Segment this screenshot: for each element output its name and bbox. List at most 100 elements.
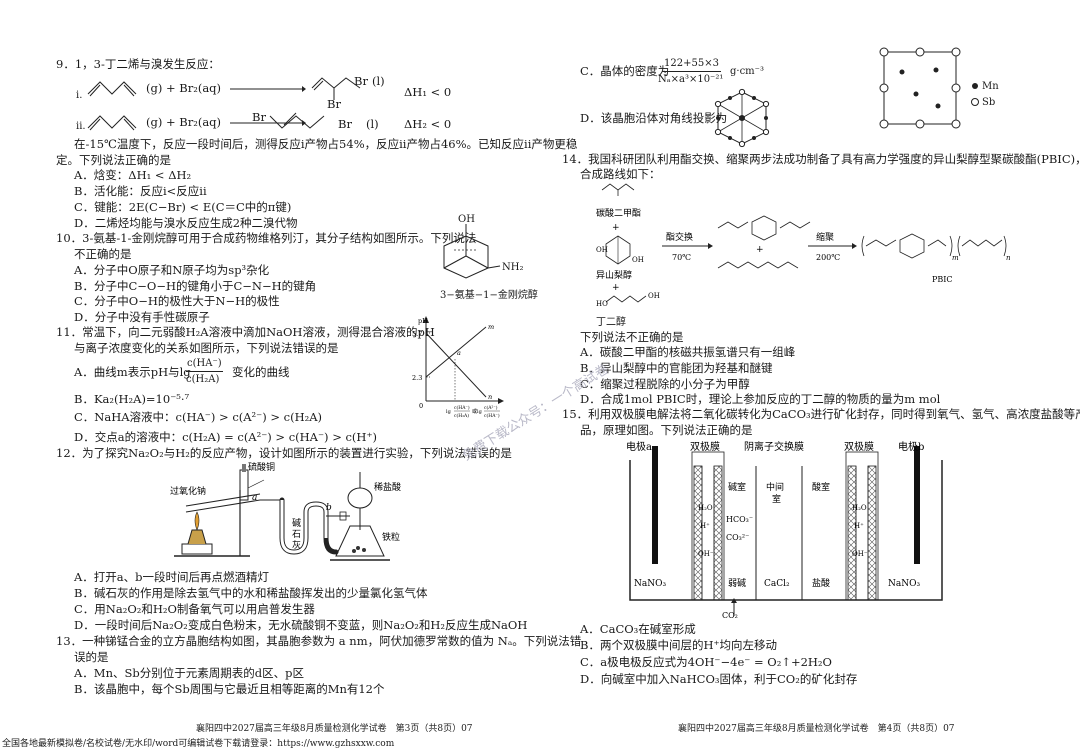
q15-cacl2: CaCl₂ <box>764 579 790 589</box>
q9-option-c: C．键能：2E(C−Br) < E(C＝C中的π键) <box>74 200 292 214</box>
svg-text:OH: OH <box>596 246 608 254</box>
q10-mol-oh: OH <box>458 214 475 225</box>
q15-option-c: C．a极电极反应式为4OH⁻−4e⁻ = O₂↑+2H₂O <box>580 655 832 669</box>
q11-option-b: B．Ka₂(H₂A)=10⁻⁵·⁷ <box>74 392 190 406</box>
legend-sb: Sb <box>982 97 996 108</box>
footer-site-note: 全国各地最新模拟卷/名校试卷/无水印/word可编辑试卷下载请登录：https:… <box>2 739 395 749</box>
q14-stem-line1: 14．我国科研团队利用酯交换、缩聚两步法成功制备了具有高力学强度的异山梨醇型聚碳… <box>562 152 1080 166</box>
q12-apparatus: 硫酸铜 过氧化钠 a 碱 石 灰 b 稀盐酸 铁粒 <box>170 461 401 561</box>
q14-label-dmc: 碳酸二甲酯 <box>596 207 641 219</box>
q12-stem: 12．为了探究Na₂O₂与H₂的反应产物，设计如图所示的装置进行实验，下列说法错… <box>56 446 512 460</box>
q11-line-n <box>425 332 487 398</box>
q10-caption: 3−氨基−1−金刚烷醇 <box>440 290 538 301</box>
q9-br-label-1: Br <box>354 74 368 88</box>
q15-label-bipolar-2: 双极膜 <box>844 440 874 453</box>
q13-stem-line2: 误的是 <box>74 650 109 664</box>
q12-label-hcl: 稀盐酸 <box>374 481 401 493</box>
q9-option-a: A．焓变：ΔH₁ < ΔH₂ <box>74 168 192 182</box>
q9-option-b: B．活化能：反应i<反应ii <box>74 184 207 198</box>
q15-label-electrode-b: 电极b <box>898 440 924 453</box>
q15-bp2-h: H⁺ <box>854 522 864 530</box>
q15-ion-co3: CO₃²⁻ <box>726 533 749 542</box>
q13-option-c-unit: g·cm⁻³ <box>730 66 764 77</box>
q13-unit-cell <box>879 47 961 129</box>
q15-option-d: D．向碱室中加入NaHCO₃固体，利于CO₂的矿化封存 <box>580 672 858 686</box>
q13-option-c-num: 122+55×3 <box>662 56 721 72</box>
q13-projection-hexagon <box>714 88 770 148</box>
electrode-a <box>652 446 658 564</box>
q15-label-middle-1: 中间 <box>766 481 784 493</box>
q15-bp1-h2o: H₂O <box>698 504 713 512</box>
q9-br-label-2: Br <box>327 97 341 111</box>
q15-ion-hco3: HCO₃⁻ <box>726 515 753 524</box>
q9-dh1: ΔH₁ < 0 <box>404 85 452 99</box>
q13-option-b: B．该晶胞中，每个Sb周围与它最近且相等距离的Mn有12个 <box>74 682 385 696</box>
svg-text:HO: HO <box>596 300 608 308</box>
q12-option-b: B．碱石灰的作用是除去氢气中的水和稀盐酸挥发出的少量氯化氢气体 <box>74 586 428 600</box>
q11-xlabel-den1: c(H₂A) <box>454 412 469 419</box>
q14-label-70c: 70℃ <box>672 253 691 262</box>
q11-stem-line1: 11．常温下，向二元弱酸H₂A溶液中滴加NaOH溶液，测得混合溶液的pH <box>56 325 435 339</box>
q15-stem-line1: 15．利用双极膜电解法将二氧化碳转化为CaCO₃进行矿化封存，同时得到氧气、氢气… <box>562 407 1080 421</box>
q9-br-label-3: Br <box>252 110 266 124</box>
q14-label-polycond: 缩聚 <box>816 231 834 243</box>
q13-option-a: A．Mn、Sb分别位于元素周期表的d区、p区 <box>74 666 304 680</box>
q15-label-acid-room: 酸室 <box>812 481 830 493</box>
q11-option-a-post: 变化的曲线 <box>232 365 290 379</box>
q13-option-d: D．该晶胞沿体对角线投影为 <box>580 111 728 125</box>
q9-phase-label-1: (l) <box>372 74 385 88</box>
q15-option-a: A．CaCO₃在碱室形成 <box>580 622 696 636</box>
q14-ask: 下列说法不正确的是 <box>580 330 684 344</box>
butadiene-structure-ii <box>87 115 137 131</box>
q10-option-b: B．分子中C−O−H的键角小于C−N−H的键角 <box>74 279 317 293</box>
q14-label-200c: 200℃ <box>816 253 840 262</box>
q15-label-base-room: 碱室 <box>728 481 746 493</box>
q11-point-a: a <box>457 349 461 357</box>
legend-markers <box>971 83 979 106</box>
q15-hcl: 盐酸 <box>812 577 830 589</box>
q15-bp2-oh: OH⁻ <box>852 550 868 558</box>
q12-option-a: A．打开a、b一段时间后再点燃酒精灯 <box>74 570 270 584</box>
q11-option-d: D．交点a的溶液中：c(H₂A) = c(A²⁻) > c(HA⁻) > c(H… <box>74 430 378 444</box>
q12-option-c: C．用Na₂O₂和H₂O制备氧气可以用启普发生器 <box>74 602 315 616</box>
q10-option-a: A．分子中O原子和N原子均为sp³杂化 <box>74 263 270 277</box>
q14-label-transester: 酯交换 <box>666 231 693 243</box>
q9-rxn-ii-reagents: (g) + Br₂(aq) <box>146 115 222 129</box>
butadiene-structure-i <box>87 81 137 97</box>
q9-rxn-i-reagents: (g) + Br₂(aq) <box>146 81 222 95</box>
q10-stem-line2: 不正确的是 <box>74 247 132 261</box>
left-page: 9．1，3-丁二烯与溴发生反应： i. (g) + Br₂(aq) Br (l)… <box>0 0 581 749</box>
q15-electrolysis-cell: 电极a 双极膜 阴离子交换膜 双极膜 电极b 碱室 中间 室 酸室 H₂O H⁺… <box>626 440 943 620</box>
q15-co2: CO₂ <box>722 611 738 620</box>
right-page: C．晶体的密度为 122+55×3 Nₐ×a³×10⁻²¹ g·cm⁻³ D．该… <box>540 0 1080 748</box>
q9-note-line1: 在-15℃温度下，反应一段时间后，测得反应i产物占54%，反应ii产物占46%。… <box>74 137 578 151</box>
q14-label-butanediol: 丁二醇 <box>596 317 626 328</box>
q11-xlabel-num2: c(A²⁻) <box>484 404 498 411</box>
q14-option-b: B．异山梨醇中的官能团为羟基和醚键 <box>580 361 773 375</box>
q15-option-b: B．两个双极膜中间层的H⁺均向左移动 <box>580 638 778 652</box>
svg-text:OH: OH <box>632 256 644 264</box>
legend-mn: Mn <box>982 81 999 92</box>
q13-stem-line1: 13．一种锑锰合金的立方晶胞结构如图，其晶胞参数为 a nm，阿伏加德罗常数的值… <box>56 634 582 648</box>
q9-dh2: ΔH₂ < 0 <box>404 117 452 131</box>
q10-mol-nh2: NH₂ <box>502 262 524 273</box>
q11-label-n: n <box>488 393 492 401</box>
q10-option-d: D．分子中没有手性碳原子 <box>74 310 210 324</box>
q10-option-c: C．分子中O−H的极性大于N−H的极性 <box>74 294 280 308</box>
q12-option-d: D．一段时间后Na₂O₂变成白色粉末，无水硫酸铜不变蓝，则Na₂O₂和H₂反应生… <box>74 618 528 632</box>
q12-label-fe: 铁粒 <box>382 531 400 543</box>
q14-label-isosorbide: 异山梨醇 <box>596 269 632 281</box>
q15-label-bipolar-1: 双极膜 <box>690 440 720 453</box>
q9-rxn-i-label: i. <box>76 90 83 101</box>
q11-line-m <box>425 326 487 378</box>
q14-label-pbic: PBIC <box>932 275 953 284</box>
product-structure-ii <box>269 112 325 129</box>
q12-label-soda-1: 碱 <box>292 518 301 529</box>
footer-right: 襄阳四中2027届高三年级8月质量检测化学试卷 第4页（共8页）07 <box>678 724 955 734</box>
q9-rxn-ii-label: ii. <box>76 121 86 132</box>
q12-label-valve-a: a <box>252 493 257 503</box>
q14-synthesis-route: 碳酸二甲酯 + OH OH 异山梨醇 + HO OH 酯交换 70℃ + 缩聚 … <box>596 183 1011 308</box>
adamantane-structure <box>443 224 501 279</box>
q10-stem-line1: 10．3-氨基-1-金刚烷醇可用于合成药物维格列汀，其分子结构如图所示。下列说法 <box>56 231 477 245</box>
q11-ph-chart: pH 5.7 2.3 0 m n a lg c(HA⁻) c(H₂A) 或lg … <box>412 316 504 419</box>
